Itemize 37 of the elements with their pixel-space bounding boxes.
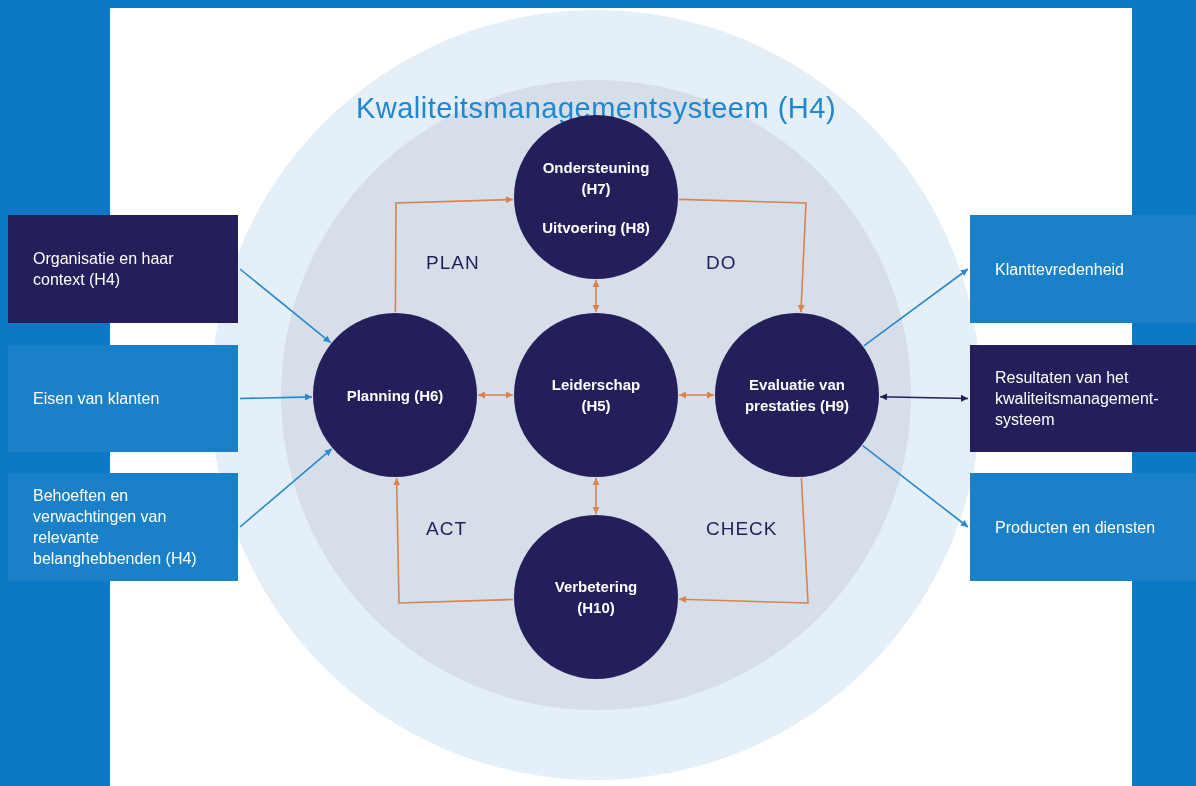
circle-label: Verbetering (H10) [553,577,639,618]
arrow [239,393,313,401]
box-label: Producten en diensten [995,517,1157,538]
edge-label: CHECK [706,518,778,540]
circle-label: Ondersteuning (H7) [541,157,651,199]
edge-label: ACT [426,518,467,540]
arrow [239,448,333,528]
text-box [970,345,1196,452]
box-label: Resultaten van het kwaliteitsmanagement-systeem [995,368,1160,430]
arrow [393,477,514,604]
double-arrow [592,279,600,313]
text-box [8,215,238,323]
text-box [8,345,238,452]
text-box [970,473,1196,581]
circle-label: Leiderschap (H5) [550,375,642,416]
arrow [861,444,969,528]
edge-label: PLAN [426,252,480,274]
box-label: Klanttevredenheid [995,259,1125,280]
double-arrow [592,477,600,515]
circle-label: Planning (H6) [346,385,444,406]
double-arrow [678,391,715,399]
box-label: Organisatie en haar context (H4) [33,249,175,290]
double-arrow [477,391,514,399]
text-box [8,473,238,581]
edge-label: DO [706,252,737,274]
double-arrow [879,393,969,402]
arrow [678,477,809,604]
box-label: Eisen van klanten [33,389,161,409]
box-label: Behoeften en verwachtingen van relevante belanghebbenden (H4) [33,486,198,569]
system-title: Kwaliteitsmanagementsysteem (H4) [354,92,838,125]
text-box [970,215,1196,323]
circle-label: Uitvoering (H8) [542,217,650,238]
arrow [394,196,514,313]
arrow [863,268,969,347]
arrow [678,198,807,313]
arrow [239,268,332,344]
circle-label: Evaluatie van prestaties (H9) [743,375,851,416]
